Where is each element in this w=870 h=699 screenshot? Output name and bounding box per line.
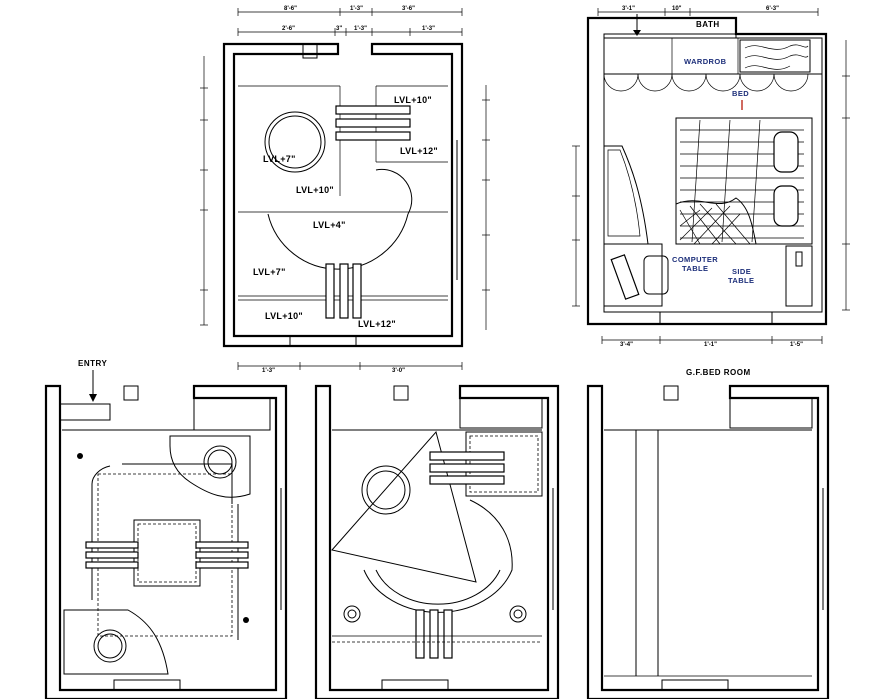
door-opening — [659, 311, 773, 325]
room-wall — [586, 384, 830, 699]
louver-panel — [415, 451, 505, 659]
pillow — [773, 131, 799, 173]
decor-panel — [739, 39, 811, 73]
room-title: G.F.BED ROOM — [686, 368, 751, 377]
left-dimension-chain — [200, 56, 208, 326]
level-label: LVL+10" — [394, 95, 432, 105]
door-opening — [381, 679, 449, 691]
side-table-label: TABLE — [728, 276, 754, 285]
right-dimension-chain — [482, 85, 490, 330]
side-table-label: SIDE — [732, 267, 751, 276]
left-dimension-chain — [572, 145, 580, 307]
dim-label: 6'-3" — [766, 6, 779, 12]
top-dimension-chain: 3'-1" 10" 6'-3" — [597, 6, 819, 36]
louver-panel — [325, 105, 411, 319]
computer-table-label: TABLE — [682, 264, 708, 273]
door-opening — [113, 679, 181, 691]
level-label: LVL+7" — [263, 154, 296, 164]
cove-circle — [361, 465, 411, 515]
ceiling-level-plan: 8'-6" 1'-3" 3'-6" 2'-6" 3" 1'-3" 1'-3" — [200, 6, 490, 374]
room-wall — [44, 384, 288, 699]
furniture-layout-plan: 3'-1" 10" 6'-3" BATH WARDROB — [572, 6, 850, 348]
ceiling-design-plan-c: G.F.BED ROOM — [586, 368, 830, 699]
room-wall — [222, 42, 464, 348]
level-label: LVL+10" — [296, 185, 334, 195]
dim-label: 3" — [336, 26, 342, 32]
dim-label: 3'-4" — [620, 342, 633, 348]
light-point — [77, 453, 83, 459]
dim-label: 2'-6" — [282, 26, 295, 32]
wardrobe: WARDROB BED — [603, 37, 823, 110]
bath-label: BATH — [696, 20, 720, 29]
dim-label: 1'-1" — [704, 342, 717, 348]
cove-circle — [264, 111, 326, 173]
dim-label: 1'-5" — [790, 342, 803, 348]
door-opening — [289, 335, 357, 347]
light-point — [243, 617, 249, 623]
bed — [675, 117, 813, 245]
dim-label: 3'-6" — [402, 6, 415, 12]
column — [393, 385, 409, 401]
louver-panel — [85, 541, 249, 569]
column — [123, 385, 139, 401]
bottom-dimension-chain: 3'-4" 1'-1" 1'-5" — [601, 336, 823, 348]
bed-label: BED — [732, 89, 749, 98]
column — [302, 43, 318, 59]
level-label: LVL+4" — [313, 220, 346, 230]
door-opening — [661, 679, 729, 691]
pillow — [773, 185, 799, 227]
computer-table-label: COMPUTER — [672, 255, 718, 264]
top-dimension-chain: 8'-6" 1'-3" 3'-6" 2'-6" 3" 1'-3" 1'-3" — [237, 6, 463, 36]
column — [663, 385, 679, 401]
room-wall — [586, 16, 828, 326]
level-label: LVL+12" — [400, 146, 438, 156]
dim-label: 10" — [672, 6, 682, 12]
side-table: SIDE TABLE — [728, 245, 813, 307]
dim-label: 3'-1" — [622, 6, 635, 12]
right-dimension-chain — [842, 40, 850, 311]
ceiling-design-plan-b — [314, 384, 560, 699]
dim-label: 1'-3" — [262, 368, 275, 374]
dim-label: 3'-0" — [392, 368, 405, 374]
curved-cove — [267, 213, 409, 270]
dim-label: 1'-3" — [422, 26, 435, 32]
ceiling-design-plan-a: ENTRY — [44, 359, 288, 699]
dim-label: 1'-3" — [354, 26, 367, 32]
dim-label: 1'-3" — [350, 6, 363, 12]
level-label: LVL+12" — [358, 319, 396, 329]
dim-label: 8'-6" — [284, 6, 297, 12]
wardrobe-label: WARDROB — [684, 57, 727, 66]
computer-table: COMPUTER TABLE — [603, 145, 718, 307]
entry-label: ENTRY — [78, 359, 107, 368]
level-label: LVL+7" — [253, 267, 286, 277]
bottom-dimension-chain: 1'-3" 3'-0" — [237, 362, 463, 374]
level-label: LVL+10" — [265, 311, 303, 321]
